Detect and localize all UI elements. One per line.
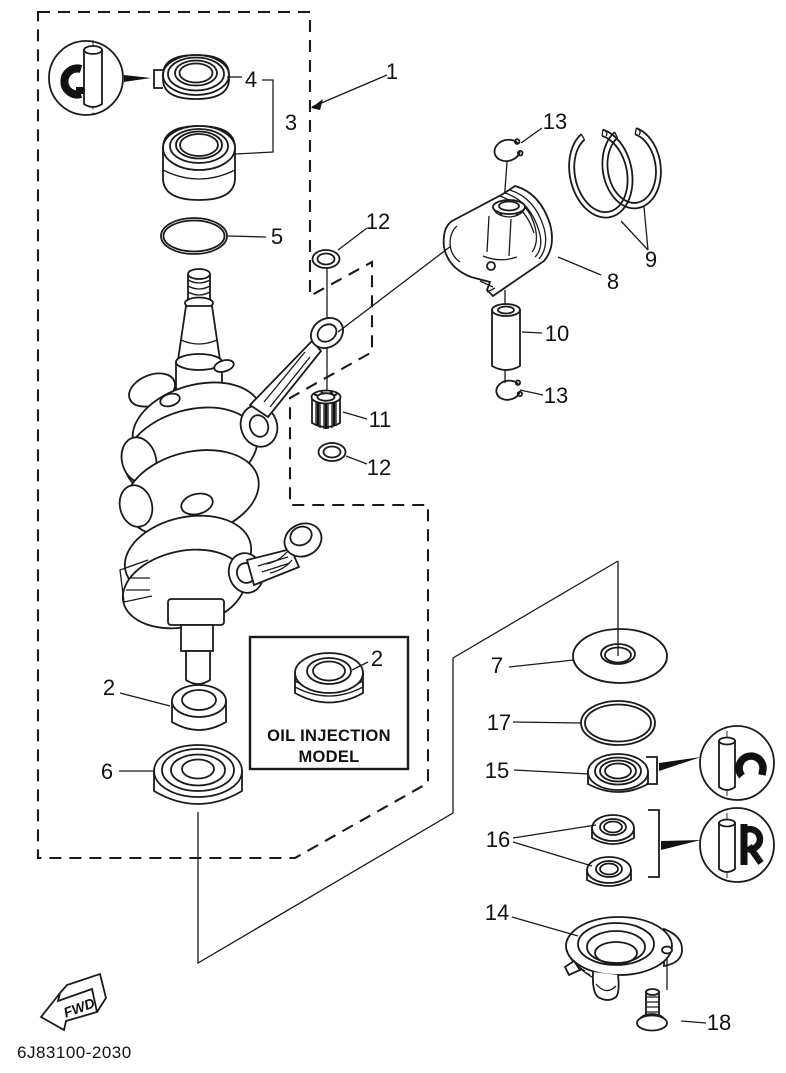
pin-clip-detail-inset-seal15 bbox=[659, 725, 775, 801]
part-11-needle-bearing bbox=[310, 389, 342, 429]
part-connecting-rod-lower bbox=[227, 522, 323, 594]
callout-labels: 1 3 4 5 12 13 9 8 10 13 11 12 2 2 6 7 17… bbox=[101, 59, 731, 1035]
callout-5: 5 bbox=[271, 224, 283, 249]
pin-clip-detail-inset-top-left bbox=[48, 40, 163, 116]
detail-leader-arrow bbox=[124, 75, 151, 82]
callout-12-top: 12 bbox=[366, 209, 390, 234]
pin-clip-detail-inset-seal16 bbox=[661, 807, 775, 883]
callout-17: 17 bbox=[487, 710, 511, 735]
inset-note-line1: OIL INJECTION bbox=[267, 727, 391, 745]
callout-2-inset: 2 bbox=[371, 646, 383, 671]
callout-14: 14 bbox=[485, 900, 509, 925]
callout-leaders bbox=[119, 74, 707, 1024]
part-2-seal-oil-injection bbox=[294, 652, 364, 704]
seal16-clip-bracket bbox=[648, 809, 660, 878]
part-9-piston-rings bbox=[568, 127, 662, 219]
inset-note-line2: MODEL bbox=[298, 748, 359, 766]
part-6-bearing bbox=[153, 744, 243, 805]
detail-leader-arrow bbox=[661, 840, 701, 850]
callout-12-bottom: 12 bbox=[367, 455, 391, 480]
oil-injection-inset: OIL INJECTION MODEL bbox=[248, 635, 410, 771]
part-17-oring bbox=[580, 700, 656, 746]
callout-9: 9 bbox=[645, 247, 657, 272]
part-3-bearing bbox=[162, 125, 236, 201]
callout-8: 8 bbox=[607, 269, 619, 294]
part-14-seal-housing bbox=[563, 916, 683, 1001]
part-connecting-rod-upper bbox=[239, 317, 344, 448]
detail-leader-arrow bbox=[659, 757, 701, 771]
callout-4: 4 bbox=[245, 67, 257, 92]
rod-piston-guide-line bbox=[337, 245, 452, 333]
callout-13-bottom: 13 bbox=[544, 383, 568, 408]
part-2-bushing bbox=[171, 684, 227, 731]
callout-10: 10 bbox=[545, 321, 569, 346]
callout-7: 7 bbox=[491, 653, 503, 678]
part-15-oil-seal bbox=[587, 753, 649, 793]
part-13-circlip-top bbox=[493, 138, 524, 162]
callout-13-top: 13 bbox=[543, 109, 567, 134]
seal15-clip-bracket bbox=[646, 756, 658, 785]
callout-11: 11 bbox=[369, 407, 392, 432]
part-5-gasket bbox=[160, 217, 228, 255]
callout-1: 1 bbox=[386, 59, 398, 84]
callout-6: 6 bbox=[101, 759, 113, 784]
clip-position-marker bbox=[153, 69, 163, 89]
assembly-pointer-line bbox=[197, 560, 619, 965]
callout-2-left: 2 bbox=[103, 675, 115, 700]
part-8-piston bbox=[442, 185, 553, 298]
part-4-bearing bbox=[162, 54, 230, 100]
part-18-bolt bbox=[636, 988, 668, 1032]
part-16-seal-lower bbox=[586, 856, 632, 887]
part-13-circlip-bottom bbox=[495, 379, 523, 401]
part-12-washer-bottom bbox=[317, 442, 347, 462]
callout-3: 3 bbox=[285, 110, 297, 135]
part-7-washer bbox=[572, 628, 668, 684]
part-16-seal-upper bbox=[591, 814, 635, 845]
clip-glyph-icon bbox=[60, 64, 83, 99]
callout-18: 18 bbox=[707, 1010, 731, 1035]
part-12-washer-top bbox=[311, 249, 341, 269]
fwd-direction-arrow: FWD bbox=[39, 972, 107, 1032]
part-crankshaft bbox=[118, 268, 263, 685]
clip-glyph-icon bbox=[735, 752, 767, 779]
crank-assembly-dashed-boundary bbox=[36, 10, 430, 860]
part-10-piston-pin bbox=[491, 303, 521, 371]
callout-15: 15 bbox=[485, 758, 509, 783]
callout-16: 16 bbox=[486, 827, 510, 852]
drawing-number: 6J83100-2030 bbox=[17, 1043, 132, 1062]
